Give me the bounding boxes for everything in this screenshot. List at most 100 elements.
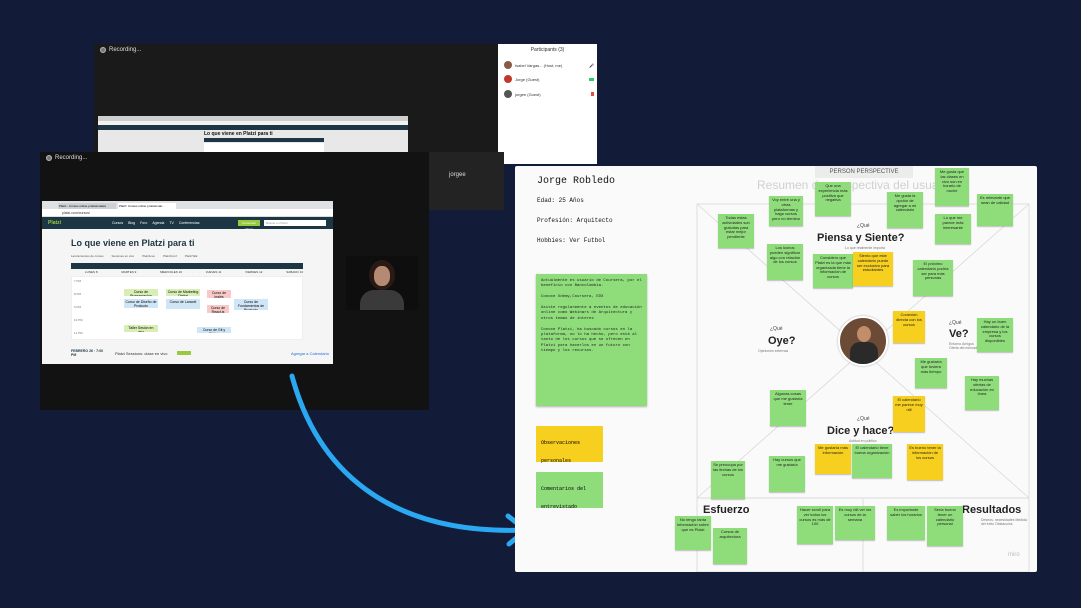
interview-note[interactable]: Actualmente es usuario de Coursera, por …: [536, 274, 647, 406]
browser-tab-active[interactable]: Platzi: Cursos online profesional...: [118, 203, 176, 209]
sticky-note[interactable]: Cursos de arquitectura: [713, 528, 747, 564]
avatar: [504, 90, 512, 98]
sticky-note[interactable]: Todas estas actividades son gratuitas pa…: [718, 214, 754, 248]
calendar-event[interactable]: Curso de Git y GitHub: [197, 327, 231, 333]
calendar-event[interactable]: Curso de Diseño de Producto: [124, 299, 158, 308]
nav-link[interactable]: Cursos: [112, 221, 124, 225]
think-question: ¿Qué: [857, 223, 870, 229]
think-feel-subtitle: Lo que realmente importa: [845, 246, 885, 250]
sticky-note[interactable]: No tengo tanta información sobre que es …: [675, 516, 711, 550]
sticky-note[interactable]: Considero que Platzi es la que más organ…: [813, 254, 853, 288]
sticky-note[interactable]: Lo que me parece más interesante: [935, 214, 971, 244]
see-subtitle: Entorno Amigos Oferta del mercado: [949, 342, 979, 350]
calendar-legend: Lanzamientos de cursos Sesiones en vivo …: [71, 254, 197, 258]
legend-item: Sesiones en vivo: [111, 254, 135, 258]
sticky-note[interactable]: El próximo calendario podría ser para má…: [913, 260, 953, 296]
nav-link[interactable]: TV: [169, 221, 174, 225]
profile-hobbies: Hobbies: Ver Futbol: [537, 237, 606, 244]
see-title: Ve?: [949, 328, 969, 340]
calendar-event[interactable]: Curso de Inglés: [207, 290, 231, 298]
nav-links: Cursos Blog Foro Agenda TV Conferencias: [112, 221, 200, 225]
sticky-note[interactable]: Se preocupa por las fechas de los cursos: [711, 461, 745, 499]
profile-age: Edad: 25 Años: [537, 197, 584, 204]
platzi-logo[interactable]: Platzi: [48, 220, 62, 226]
say-question: ¿Qué: [857, 416, 870, 422]
participants-title: Participants (3): [530, 47, 565, 53]
think-feel-title: Piensa y Siente?: [817, 232, 905, 244]
sticky-note[interactable]: Me gusta la opción de agregar a mi calen…: [887, 192, 923, 228]
nav-link[interactable]: Foro: [140, 221, 148, 225]
participant-row[interactable]: jorgee (Guest): [504, 89, 594, 99]
calendar-event[interactable]: Taller Sesión en vivo: [124, 325, 158, 332]
interview-note-text: Actualmente es usuario de Coursera, por …: [541, 279, 642, 354]
calendar-event[interactable]: Curso de Fundamentos de Producto: [234, 299, 268, 310]
sticky-note[interactable]: Hay cursos que me gustaría: [769, 456, 805, 492]
sticky-note[interactable]: Me gustaría que tuviera más tiempo: [915, 358, 947, 388]
time-column: 7 PM 8 PM 9 PM 10 PM 11 PM: [74, 279, 83, 335]
observations-note[interactable]: Observaciones personales: [536, 426, 603, 464]
persona-avatar: [838, 316, 888, 366]
calendar-days: LUNES 8 MARTES 9 MIERCOLES 10 JUEVES 11 …: [85, 270, 303, 274]
video-tile: jorgee: [429, 152, 504, 210]
day-label: MIERCOLES 10: [160, 270, 182, 274]
calendar-month-bar: FEBRERO: [71, 263, 303, 277]
calendar-event[interactable]: Curso de React.js: [207, 305, 229, 313]
sticky-note[interactable]: Voy entre una y otras plataformas y hago…: [769, 196, 803, 226]
browser-tabbar: Platzi - Cursos online profesionales Pla…: [42, 201, 333, 209]
legend-item: PlatziConf: [163, 254, 177, 258]
participant-row[interactable]: Isabel Vargas... (Host, me) 🎤: [504, 60, 594, 70]
nav-link[interactable]: Conferencias: [178, 221, 200, 225]
profile-profession: Profesión: Arquitecto: [537, 217, 613, 224]
top-recording-window: Recording... Lo que viene en Platzi para…: [94, 44, 498, 162]
recording-label: Recording...: [55, 155, 88, 161]
nav-link[interactable]: Blog: [128, 221, 136, 225]
sticky-note[interactable]: Conexión directa con los cursos: [893, 311, 925, 343]
sticky-note[interactable]: El calendario tiene buena organización: [852, 444, 892, 478]
calendar-month: FEBRERO: [168, 273, 206, 277]
sticky-note[interactable]: El calendario me parece muy útil: [893, 396, 925, 432]
add-calendar-link[interactable]: Agregar a Calendario: [290, 350, 329, 356]
day-label: JUEVES 11: [205, 270, 222, 274]
sticky-note[interactable]: Hay un buen calendario de la empresa y l…: [977, 318, 1013, 352]
sticky-note[interactable]: Algunas cosas que me gustaría tener: [770, 390, 806, 426]
participant-name: Isabel Vargas... (Host, me): [515, 62, 563, 68]
browser-tab[interactable]: Platzi - Cursos online profesionales: [58, 203, 116, 209]
sticky-note[interactable]: Sería bueno tener un calendario personal: [927, 506, 963, 546]
participants-panel: Participants (3) Isabel Vargas... (Host,…: [498, 44, 597, 164]
calendar-event[interactable]: Curso de Laravel: [166, 299, 200, 309]
sticky-note[interactable]: Hay muchas ofertas de educación en línea: [965, 376, 999, 410]
footer-text: Platzi Sessions: clase en vivo: [115, 350, 168, 356]
search-input[interactable]: Buscar en Platzi: [264, 220, 326, 226]
sticky-note[interactable]: Los iconos pueden significar algo con re…: [767, 244, 803, 280]
board-faded-title: Resumen de perspectiva del usuario: [757, 178, 952, 192]
comments-note[interactable]: Comentarios del entrevistado: [536, 472, 603, 510]
sticky-note[interactable]: Es muy útil ver los cursos de la semana: [835, 506, 875, 540]
sticky-note[interactable]: Es relevante que sean de calidad: [977, 194, 1013, 226]
sticky-note y[interactable]: Siento que este calendario puede ser exc…: [853, 252, 893, 286]
record-icon: [46, 155, 52, 161]
nav-link[interactable]: Agenda: [152, 221, 165, 225]
avatar: [504, 61, 512, 69]
sticky-note[interactable]: Me gusta que las clases en vivo son en h…: [935, 168, 969, 206]
observations-text: Observaciones personales: [541, 440, 581, 464]
sticky-note[interactable]: Es importante saber los horarios: [887, 506, 925, 540]
cta-button[interactable]: Comenzar Ahora: [238, 220, 260, 231]
profile-name: Jorge Robledo: [537, 176, 616, 187]
flow-arrow: [289, 373, 529, 547]
sticky-note[interactable]: Hacer scroll para ver todos los cursos e…: [797, 506, 833, 544]
sticky-note[interactable]: Que una experiencia más positiva que neg…: [815, 182, 851, 216]
participant-row[interactable]: Jorge (Guest): [504, 74, 594, 84]
hear-question: ¿Qué: [770, 326, 783, 332]
video-icon: [589, 77, 594, 81]
calendar-event[interactable]: Curso de Marketing Digital: [166, 289, 200, 296]
sticky-note[interactable]: Me gustaría más información: [815, 444, 851, 474]
calendar-event[interactable]: Curso de Programación Básica: [124, 289, 158, 296]
participant-name: jorgee (Guest): [515, 91, 541, 97]
sticky-note[interactable]: Es bueno tener la información de los cur…: [907, 444, 943, 480]
video-tile-name: jorgee: [449, 172, 466, 178]
day-label: MARTES 9: [121, 270, 137, 274]
hear-subtitle: Opiniones externas: [758, 349, 789, 353]
time-label: 9 PM: [74, 305, 82, 309]
address-bar[interactable]: platzi.com/cursos/: [42, 209, 333, 217]
thumb-title: Lo que viene en Platzi para ti: [204, 131, 273, 137]
